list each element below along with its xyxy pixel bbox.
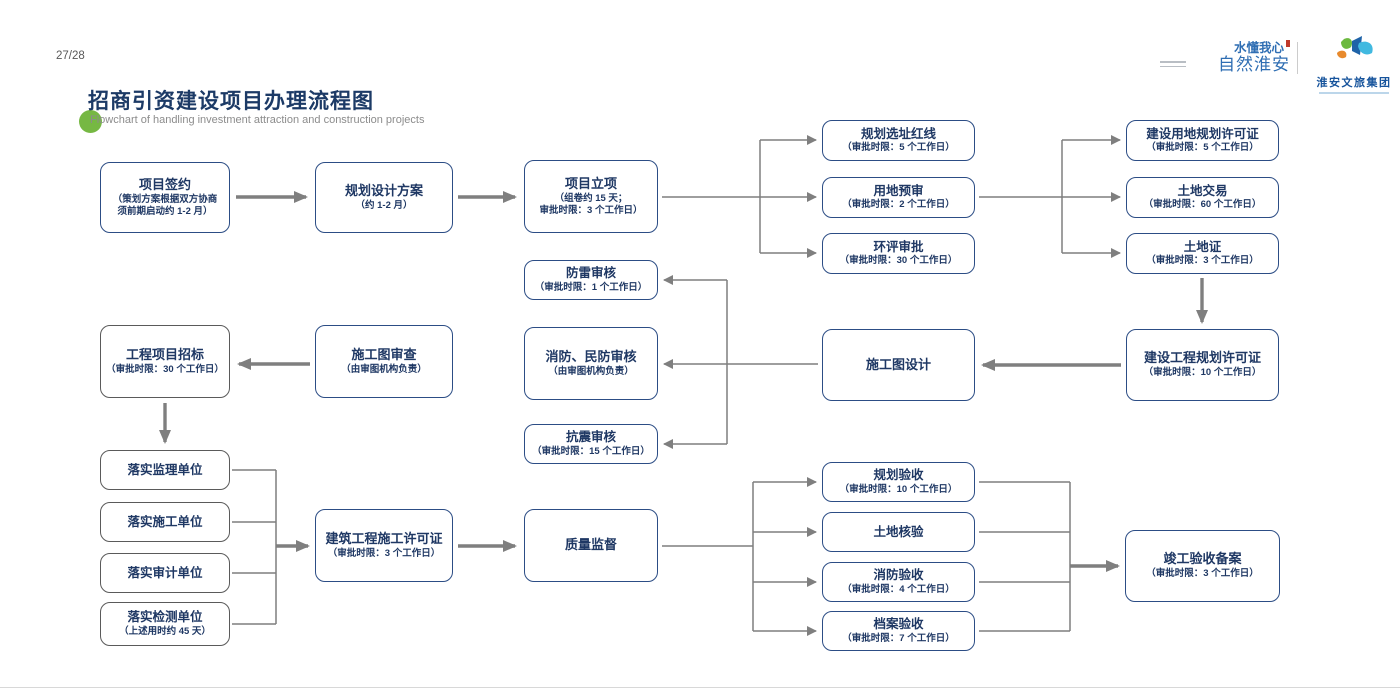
box-title: 竣工验收备案 <box>1163 551 1242 567</box>
box-supervision-unit: 落实监理单位 <box>100 450 230 490</box>
logo-divider <box>1297 42 1298 74</box>
box-construction-permit: 建筑工程施工许可证 （审批时限：3 个工作日） <box>315 509 453 582</box>
box-planning-acceptance: 规划验收 （审批时限：10 个工作日） <box>822 462 975 502</box>
box-subtitle: （审批时限：10 个工作日） <box>839 483 958 495</box>
slogan-line2: 自然淮安 <box>1218 54 1290 75</box>
box-title: 施工图审查 <box>351 346 417 362</box>
box-land-transaction: 土地交易 （审批时限：60 个工作日） <box>1126 177 1279 218</box>
page-number: 27/28 <box>56 50 85 62</box>
box-subtitle: （组卷约 15 天； 审批时限：3 个工作日） <box>539 192 643 217</box>
box-title: 规划设计方案 <box>344 182 423 198</box>
box-title: 消防验收 <box>873 568 924 583</box>
box-project-approval: 项目立项 （组卷约 15 天； 审批时限：3 个工作日） <box>524 160 658 233</box>
box-title: 建设用地规划许可证 <box>1146 126 1259 141</box>
box-title: 落实审计单位 <box>127 565 203 580</box>
group-name: 淮安文旅集团 <box>1316 76 1392 89</box>
box-title: 土地核验 <box>873 524 924 539</box>
box-title: 落实施工单位 <box>127 514 203 529</box>
box-project-planning-permit: 建设工程规划许可证 （审批时限：10 个工作日） <box>1126 329 1279 401</box>
box-subtitle: （审批时限：15 个工作日） <box>532 445 650 457</box>
box-title: 落实检测单位 <box>127 610 203 625</box>
red-seal-icon <box>1286 40 1290 47</box>
box-title: 建筑工程施工许可证 <box>325 530 443 546</box>
slogan-tagline-marks <box>1160 58 1186 70</box>
page-subtitle: Flowchart of handling investment attract… <box>90 114 425 126</box>
slogan-logo: 水懂我心 自然淮安 <box>1188 40 1290 75</box>
box-title: 土地证 <box>1183 239 1222 254</box>
box-completion-filing: 竣工验收备案 （审批时限：3 个工作日） <box>1125 530 1280 602</box>
box-title: 环评审批 <box>873 239 924 254</box>
box-title: 工程项目招标 <box>125 346 204 362</box>
box-subtitle: （审批时限：30 个工作日） <box>839 255 958 267</box>
box-subtitle: （审批时限：1 个工作日） <box>534 281 648 293</box>
box-subtitle: （审批时限：2 个工作日） <box>842 199 955 211</box>
footer-divider <box>0 687 1400 688</box>
box-title: 项目立项 <box>564 175 617 191</box>
box-subtitle: （审批时限：5 个工作日） <box>1146 142 1259 154</box>
box-land-pre-review: 用地预审 （审批时限：2 个工作日） <box>822 177 975 218</box>
box-title: 质量监督 <box>564 537 617 553</box>
box-title: 用地预审 <box>873 183 924 198</box>
box-site-redline: 规划选址红线 （审批时限：5 个工作日） <box>822 120 975 161</box>
box-subtitle: （约 1-2 月） <box>355 199 413 211</box>
box-subtitle: （审批时限：3 个工作日） <box>1146 568 1259 580</box>
slogan-line1: 水懂我心 <box>1233 40 1284 56</box>
box-land-verification: 土地核验 <box>822 512 975 552</box>
box-subtitle: （由审图机构负责） <box>548 365 634 377</box>
box-archive-acceptance: 档案验收 （审批时限：7 个工作日） <box>822 611 975 651</box>
box-title: 规划验收 <box>873 468 924 483</box>
box-subtitle: （审批时限：7 个工作日） <box>842 632 955 644</box>
box-subtitle: （审批时限：3 个工作日） <box>1146 255 1259 267</box>
box-drawing-review: 施工图审查 （由审图机构负责） <box>315 325 453 398</box>
box-fire-civil-defense-review: 消防、民防审核 （由审图机构负责） <box>524 327 658 400</box>
box-land-certificate: 土地证 （审批时限：3 个工作日） <box>1126 233 1279 274</box>
box-subtitle: （上述用时约 45 天） <box>119 625 211 637</box>
page-title: 招商引资建设项目办理流程图 <box>88 88 374 113</box>
box-eia-approval: 环评审批 （审批时限：30 个工作日） <box>822 233 975 274</box>
box-project-bidding: 工程项目招标 （审批时限：30 个工作日） <box>100 325 230 398</box>
box-lightning-review: 防雷审核 （审批时限：1 个工作日） <box>524 260 658 300</box>
box-fire-acceptance: 消防验收 （审批时限：4 个工作日） <box>822 562 975 602</box>
box-title: 规划选址红线 <box>860 126 936 141</box>
group-tagline-mark <box>1319 92 1389 94</box>
box-title: 土地交易 <box>1177 183 1228 198</box>
box-planning-design: 规划设计方案 （约 1-2 月） <box>315 162 453 233</box>
box-subtitle: （审批时限：3 个工作日） <box>327 547 441 559</box>
box-subtitle: （审批时限：60 个工作日） <box>1143 199 1262 211</box>
box-title: 档案验收 <box>873 617 924 632</box>
box-title: 消防、民防审核 <box>545 348 637 364</box>
box-title: 建设工程规划许可证 <box>1143 350 1261 366</box>
box-subtitle: （审批时限：30 个工作日） <box>106 363 224 375</box>
box-audit-unit: 落实审计单位 <box>100 553 230 593</box>
box-subtitle: （审批时限：5 个工作日） <box>842 142 955 154</box>
group-logo: 淮安文旅集团 <box>1312 34 1396 94</box>
box-construction-drawing-design: 施工图设计 <box>822 329 975 401</box>
box-title: 落实监理单位 <box>127 462 203 477</box>
box-land-use-permit: 建设用地规划许可证 （审批时限：5 个工作日） <box>1126 120 1279 161</box>
box-subtitle: （由审图机构负责） <box>341 363 427 375</box>
group-emblem-icon <box>1337 36 1373 59</box>
box-construction-unit: 落实施工单位 <box>100 502 230 542</box>
box-subtitle: （审批时限：10 个工作日） <box>1143 367 1262 379</box>
box-title: 防雷审核 <box>565 266 616 281</box>
box-quality-supervision: 质量监督 <box>524 509 658 582</box>
box-testing-unit: 落实检测单位 （上述用时约 45 天） <box>100 602 230 646</box>
green-accent-dot <box>79 110 102 133</box>
thin-branch-lines <box>232 135 1121 636</box>
box-subtitle: （审批时限：4 个工作日） <box>842 583 955 595</box>
box-title: 抗震审核 <box>565 430 616 445</box>
main-flow-arrows <box>159 191 1208 572</box>
box-title: 项目签约 <box>138 176 191 192</box>
box-seismic-review: 抗震审核 （审批时限：15 个工作日） <box>524 424 658 464</box>
box-project-signing: 项目签约 （策划方案根据双方协商 须前期启动约 1-2 月） <box>100 162 230 233</box>
box-subtitle: （策划方案根据双方协商 须前期启动约 1-2 月） <box>112 193 218 218</box>
box-title: 施工图设计 <box>865 356 931 372</box>
